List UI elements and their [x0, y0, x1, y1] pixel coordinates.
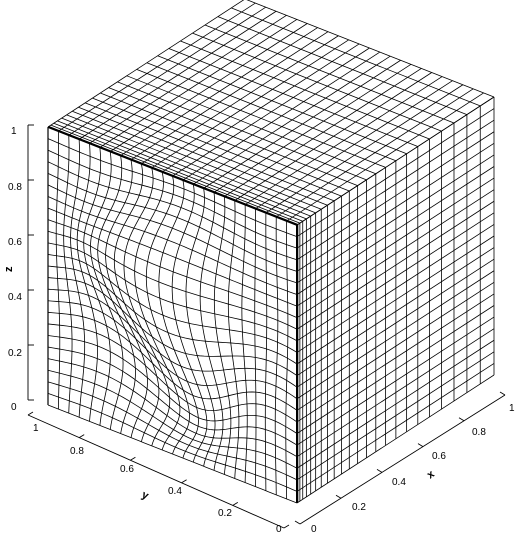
mesh-faces — [47, 0, 495, 504]
x-tick-label: 1 — [509, 403, 515, 414]
y-tick-mark — [27, 411, 34, 416]
y-tick-label: 0.6 — [120, 464, 134, 475]
y-tick-label: 1 — [33, 423, 39, 434]
axis-frame — [27, 124, 506, 529]
x-tick-label: 0.2 — [352, 502, 366, 513]
z-tick-label: 1 — [11, 126, 17, 137]
top-grid-line — [157, 55, 407, 155]
top-grid-line — [78, 10, 277, 140]
front-grid-line — [47, 300, 298, 400]
front-grid-line — [47, 311, 298, 411]
y-axis-title: y — [140, 489, 151, 503]
x-tick-mark — [458, 417, 465, 422]
y-tick-label: 0 — [276, 524, 282, 535]
y-tick-mark — [181, 479, 187, 484]
front-grid-line — [47, 161, 298, 261]
y-tick-mark — [232, 502, 239, 506]
top-grid-line — [117, 81, 367, 181]
side-grid-line — [296, 374, 495, 504]
y-tick-label: 0.4 — [168, 486, 182, 497]
front-grid-line — [55, 131, 61, 410]
y-tick-mark — [130, 456, 136, 461]
z-axis-title: z — [3, 266, 15, 272]
top-grid-line — [136, 69, 386, 168]
x-tick-mark — [417, 443, 424, 447]
top-grid-line — [180, 40, 430, 140]
top-grid-line — [246, 0, 495, 98]
top-face-grid — [47, 0, 495, 226]
z-tick-label: 0 — [11, 402, 17, 413]
front-grid-line — [158, 180, 199, 459]
side-grid-line — [296, 154, 495, 284]
x-tick-mark — [335, 494, 342, 499]
z-tick-label: 0.2 — [8, 348, 22, 359]
side-grid-line — [296, 96, 495, 226]
top-grid-line — [89, 14, 287, 144]
top-grid-line — [204, 24, 455, 124]
x-tick-label: 0.4 — [392, 477, 406, 488]
x-tick-label: 0 — [311, 524, 317, 535]
front-grid-line — [199, 192, 224, 471]
front-grid-line — [63, 135, 73, 414]
side-grid-line — [296, 119, 495, 249]
front-edge-line — [47, 126, 298, 226]
front-grid-line — [264, 212, 268, 491]
x-axis-title: x — [425, 468, 438, 482]
z-tick-label: 0.4 — [8, 292, 22, 303]
front-grid-line — [123, 167, 171, 446]
front-face-grid — [47, 126, 298, 504]
top-grid-line — [130, 31, 329, 161]
top-grid-line — [231, 7, 481, 107]
top-grid-line — [110, 23, 308, 152]
front-grid-line — [274, 216, 279, 495]
y-tick-mark — [78, 434, 85, 438]
x-tick-mark — [499, 391, 506, 396]
front-grid-line — [76, 143, 98, 422]
x-tick-label: 0.8 — [472, 427, 486, 438]
y-tick-label: 0.8 — [70, 446, 84, 457]
z-tick-label: 0.8 — [8, 182, 22, 193]
front-grid-line — [254, 208, 257, 487]
top-grid-line — [99, 19, 298, 148]
front-grid-line — [47, 358, 298, 458]
front-grid-line — [70, 139, 86, 418]
side-grid-line — [296, 142, 495, 272]
y-tick-mark — [283, 524, 290, 529]
x-axis-line — [299, 394, 506, 525]
y-axis-line — [27, 414, 285, 529]
front-grid-line — [285, 220, 289, 499]
x-axis-ticks: 0 0.2 0.4 0.6 0.8 1 — [311, 403, 515, 535]
side-grid-line — [296, 131, 495, 261]
front-grid-line — [241, 204, 248, 483]
top-grid-line — [58, 2, 256, 132]
z-tick-label: 0.6 — [8, 237, 22, 248]
top-grid-line — [120, 27, 318, 156]
y-tick-label: 0.2 — [218, 508, 232, 519]
side-face-grid — [296, 96, 495, 504]
top-grid-line — [217, 16, 468, 115]
top-grid-line — [47, 0, 245, 128]
side-grid-line — [296, 177, 495, 307]
side-grid-line — [296, 189, 495, 319]
front-grid-line — [47, 138, 298, 237]
front-grid-line — [47, 335, 298, 434]
z-axis-ticks: 0 0.2 0.4 0.6 0.8 1 — [8, 126, 22, 413]
top-grid-line — [68, 6, 266, 136]
x-tick-mark — [376, 469, 383, 473]
front-grid-line — [47, 149, 298, 249]
front-grid-line — [47, 393, 298, 492]
top-grid-line — [168, 48, 418, 147]
top-grid-line — [146, 62, 397, 162]
side-grid-line — [296, 166, 495, 295]
side-grid-line — [296, 108, 495, 237]
y-axis-ticks: 1 0.8 0.6 0.4 0.2 0 — [33, 423, 282, 535]
front-grid-line — [47, 172, 298, 272]
x-tick-label: 0.6 — [432, 451, 446, 462]
x-tick-mark — [294, 520, 301, 525]
